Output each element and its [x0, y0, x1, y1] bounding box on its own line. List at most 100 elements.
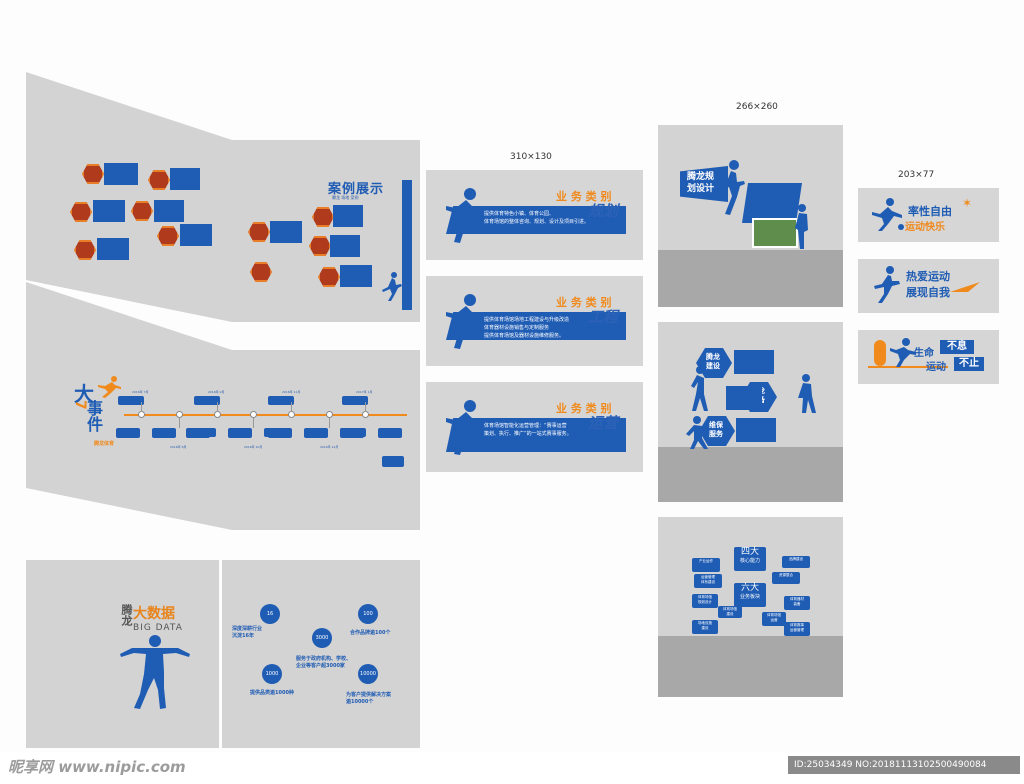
case-photo	[70, 202, 92, 222]
timeline-stem	[365, 402, 366, 412]
stat-label: 提供品类逾1000种	[250, 690, 294, 696]
design-title-line1: 腾龙规	[687, 172, 715, 182]
timeline-node	[176, 411, 183, 418]
case-left-wall	[26, 72, 232, 322]
business-script: 运营	[588, 414, 619, 432]
timeline-node	[250, 411, 257, 418]
bigdata-right-panel	[222, 560, 420, 748]
case-title: 案例展示	[328, 182, 385, 197]
stat-label: 服务于政府机构、学校、 企业等客户超3000家	[296, 656, 352, 669]
business-script: 工程	[588, 308, 619, 326]
case-photo	[82, 164, 104, 184]
runner-icon	[382, 272, 402, 301]
slogan-2b: 展现自我	[906, 286, 950, 299]
business-title: 业 务 类 别	[556, 402, 612, 415]
slogan-1b: 运动快乐	[905, 222, 945, 233]
capsule-icon	[874, 340, 886, 366]
capability-floor	[658, 636, 843, 697]
events-big-char: 大	[74, 382, 94, 406]
six-sub: 业务板块	[739, 594, 760, 600]
case-box	[154, 200, 184, 222]
stat-circle: 1000	[262, 664, 282, 684]
case-photo	[131, 201, 153, 221]
runner-icon	[890, 338, 916, 367]
timeline-year: 2016年 12月	[320, 445, 339, 449]
stat-label: 为客户提供解决方案 逾10000个	[346, 692, 392, 705]
case-photo	[157, 226, 179, 246]
case-box	[333, 205, 363, 227]
events-title: 事件	[84, 400, 103, 432]
soccer-player-icon	[872, 198, 904, 231]
slogan-2a: 热爱运动	[906, 270, 950, 283]
slogan-3a: 生命	[914, 348, 934, 359]
timeline-stem	[141, 402, 142, 412]
timeline-box	[116, 428, 140, 438]
timeline-stem	[253, 418, 254, 428]
design-title-line2: 划设计	[687, 184, 715, 194]
case-box	[97, 238, 129, 260]
capability-item: 产业运作	[692, 558, 720, 572]
business-script: 规划	[588, 202, 619, 220]
case-photo	[74, 240, 96, 260]
capability-item: 体育赛事 运营管理	[784, 622, 810, 636]
capability-item: 运营管理 体系建设	[694, 574, 722, 588]
runner-icon	[446, 400, 482, 455]
timeline-stem	[217, 402, 218, 412]
runner-icon	[686, 416, 708, 449]
bigdata-brand: 腾龙	[120, 604, 133, 626]
bigdata-en: BIG DATA	[133, 623, 183, 633]
timeline-line	[124, 414, 407, 416]
timeline-stem	[179, 418, 180, 428]
case-box	[340, 265, 372, 287]
four-core: 四大 核心能力	[734, 547, 766, 571]
runner-icon	[795, 204, 808, 249]
stat-circle: 3000	[312, 628, 332, 648]
timeline-node	[326, 411, 333, 418]
case-box	[180, 224, 212, 246]
timeline-box	[228, 428, 252, 438]
runner-icon	[446, 294, 482, 349]
capability-item: 场地设施 建设	[692, 620, 718, 634]
stat-label: 合作品牌逾100个	[350, 630, 391, 636]
build-info	[734, 350, 774, 374]
design-floor	[658, 250, 843, 307]
case-vertical-bar	[402, 180, 412, 310]
orange-line	[868, 366, 948, 368]
case-box	[104, 163, 138, 185]
capability-item: 体育场馆 规划设计	[692, 594, 718, 608]
business-title: 业 务 类 别	[556, 296, 612, 309]
timeline-box	[118, 396, 144, 405]
dim-business: 310×130	[510, 152, 552, 162]
case-box	[170, 168, 200, 190]
four-title: 四大	[740, 547, 759, 557]
timeline-year: 2016年 8月	[170, 445, 187, 449]
stat-label: 深度深耕行业 沉淀16年	[232, 626, 263, 639]
timeline-box	[152, 428, 176, 438]
watermark-left: 昵享网 www.nipic.com	[8, 758, 186, 776]
equip-info	[726, 386, 762, 410]
runner-icon	[446, 188, 482, 243]
services-floor	[658, 447, 843, 502]
timeline-year: 2016年 9月	[208, 390, 225, 394]
timeline-box	[378, 428, 402, 438]
stat-circle: 16	[260, 604, 280, 624]
case-box	[93, 200, 125, 222]
events-subtitle: 腾龙体育	[94, 441, 115, 447]
slogan-3d: 不止	[954, 357, 984, 371]
design-banner	[680, 166, 728, 202]
design-title: 腾龙规 划设计	[687, 171, 714, 195]
timeline-node	[138, 411, 145, 418]
build-label: 腾龙 建设	[706, 353, 720, 370]
timeline-node	[214, 411, 221, 418]
timeline-box	[194, 396, 220, 405]
timeline-box	[186, 428, 210, 438]
capability-item: 体育场馆 建设	[718, 606, 742, 618]
design-info-box	[742, 183, 802, 223]
business-text: 体育场馆智能化运营管理：“赛事运营 策划、执行、推广”的一站式赛事服务。	[484, 423, 572, 437]
timeline-box	[268, 428, 292, 438]
timeline-box	[340, 428, 364, 438]
timeline-year: 2016年 10月	[244, 445, 263, 449]
dim-slogans: 203×77	[898, 170, 935, 180]
dim-team: 266×260	[736, 102, 778, 112]
